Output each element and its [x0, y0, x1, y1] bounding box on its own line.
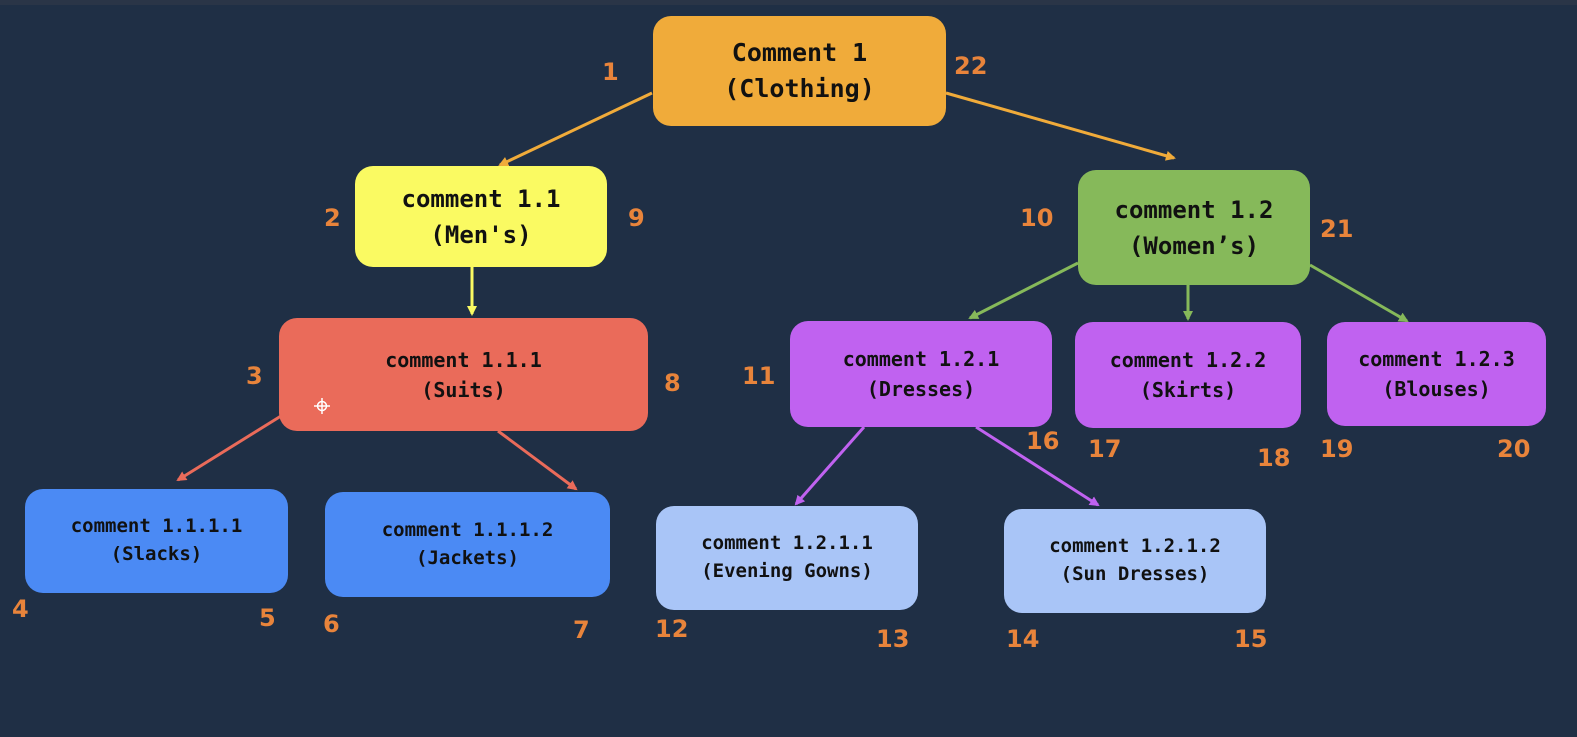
- node-subtitle: (Sun Dresses): [1060, 563, 1210, 585]
- node-subtitle: (Evening Gowns): [701, 560, 873, 582]
- node-subtitle: (Suits): [421, 377, 506, 402]
- node-title: Comment 1: [731, 37, 868, 67]
- left-number: 12: [655, 615, 689, 643]
- right-number: 7: [573, 616, 590, 644]
- node-comment-1-1-1: comment 1.1.1 (Suits): [279, 318, 648, 431]
- node-title: comment 1.2.1: [842, 347, 1000, 371]
- node-comment-1: Comment 1 (Clothing): [653, 16, 946, 126]
- node-title: comment 1.2.2: [1109, 348, 1267, 372]
- node-subtitle: (Clothing): [724, 74, 875, 103]
- node-title: comment 1.1.1: [385, 347, 542, 372]
- node-comment-1-2-1-1: comment 1.2.1.1 (Evening Gowns): [656, 506, 918, 610]
- node-subtitle: (Slacks): [110, 543, 203, 565]
- node-subtitle: (Men's): [430, 220, 532, 249]
- edge-1.1.1-to-1.1.1.1: [176, 414, 282, 482]
- right-number: 15: [1234, 625, 1268, 653]
- node-subtitle: (Skirts): [1139, 378, 1237, 402]
- edge-1-to-1.1: [498, 91, 653, 167]
- right-number: 13: [876, 625, 910, 653]
- edge-1.2-to-1.2.3: [1309, 263, 1409, 323]
- left-number: 1: [602, 58, 619, 86]
- node-title: comment 1.1.1.2: [381, 518, 554, 541]
- node-comment-1-2-1-2: comment 1.2.1.2 (Sun Dresses): [1004, 509, 1266, 613]
- left-number: 4: [12, 595, 29, 623]
- move-cursor-icon: [314, 398, 330, 414]
- edge-1.2.1-to-1.2.1.2: [975, 425, 1100, 507]
- node-comment-1-2-1: comment 1.2.1 (Dresses): [790, 321, 1052, 427]
- node-comment-1-1: comment 1.1 (Men's): [355, 166, 607, 267]
- node-title: comment 1.1: [401, 184, 561, 213]
- right-number: 20: [1497, 435, 1531, 463]
- node-title: comment 1.2.1.2: [1049, 535, 1221, 558]
- right-number: 5: [259, 604, 276, 632]
- edge-1.2.1-to-1.2.1.1: [794, 426, 866, 506]
- right-number: 9: [628, 204, 645, 232]
- node-comment-1-1-1-2: comment 1.1.1.2 (Jackets): [325, 492, 610, 597]
- node-title: comment 1.1.1.1: [70, 515, 243, 538]
- right-number: 22: [954, 52, 988, 80]
- node-comment-1-2-2: comment 1.2.2 (Skirts): [1075, 322, 1301, 428]
- node-subtitle: (Blouses): [1382, 377, 1491, 401]
- right-number: 16: [1026, 427, 1060, 455]
- right-number: 8: [664, 369, 681, 397]
- edge-1.1.1-to-1.1.1.2: [497, 429, 578, 491]
- left-number: 3: [246, 362, 263, 390]
- node-subtitle: (Jackets): [416, 546, 519, 569]
- edge-1-to-1.2: [945, 91, 1176, 161]
- node-title: comment 1.2: [1114, 195, 1274, 224]
- node-comment-1-2: comment 1.2 (Women’s): [1078, 170, 1310, 285]
- left-number: 17: [1088, 435, 1122, 463]
- left-number: 14: [1006, 625, 1040, 653]
- node-title: comment 1.2.3: [1358, 347, 1515, 371]
- left-number: 11: [742, 362, 776, 390]
- edge-1.2-to-1.2.1: [968, 261, 1079, 320]
- node-title: comment 1.2.1.1: [701, 532, 873, 555]
- right-number: 21: [1320, 215, 1354, 243]
- right-number: 18: [1257, 444, 1291, 472]
- left-number: 2: [324, 204, 341, 232]
- node-comment-1-1-1-1: comment 1.1.1.1 (Slacks): [25, 489, 288, 593]
- left-number: 10: [1020, 204, 1054, 232]
- left-number: 6: [323, 610, 340, 638]
- node-subtitle: (Dresses): [866, 377, 976, 401]
- left-number: 19: [1320, 435, 1354, 463]
- top-border: [0, 0, 1577, 5]
- node-comment-1-2-3: comment 1.2.3 (Blouses): [1327, 322, 1546, 426]
- node-subtitle: (Women’s): [1128, 231, 1260, 260]
